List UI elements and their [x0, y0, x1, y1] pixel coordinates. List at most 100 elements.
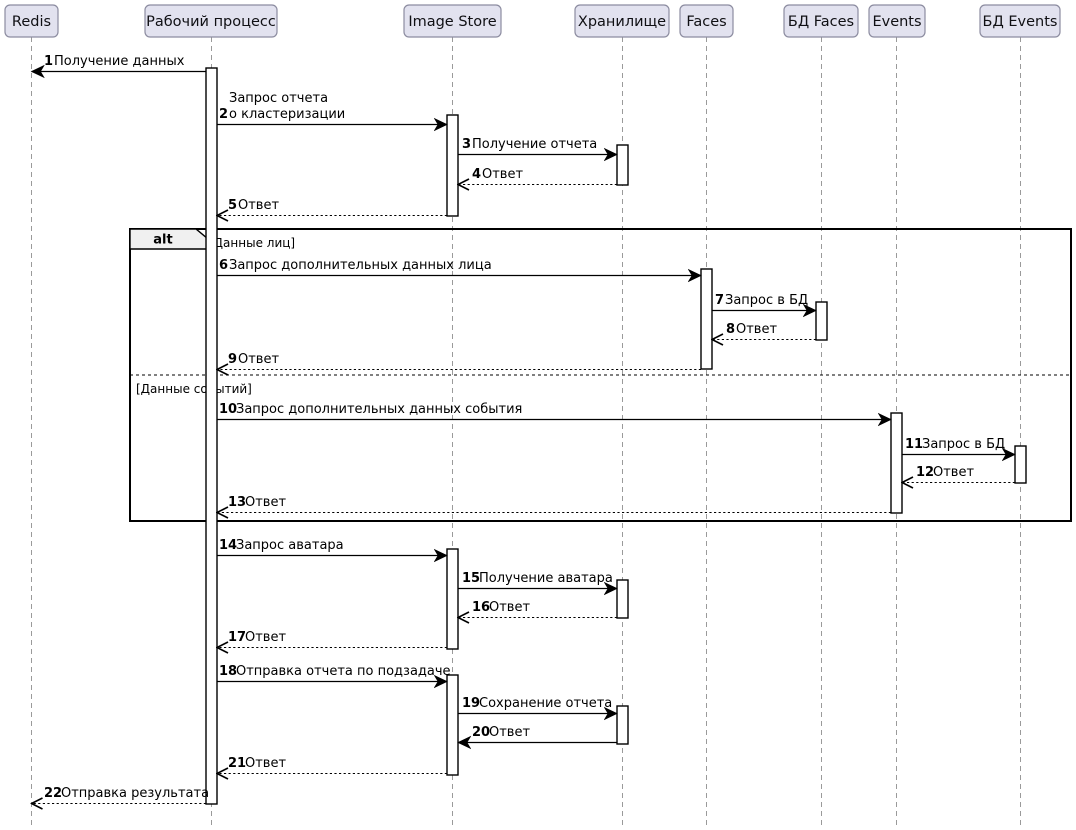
activation-bar-storage: [616, 705, 629, 745]
message-label: Сохранение отчета: [479, 696, 612, 711]
participant-events[interactable]: Events: [868, 4, 926, 38]
message-sequence-number: 15: [462, 571, 480, 586]
activation-bar-worker: [205, 67, 218, 805]
message-sequence-number: 16: [472, 600, 490, 615]
message-sequence-number: 2: [219, 107, 228, 122]
message-sequence-number: 22: [44, 786, 62, 801]
participants-layer: Redis Рабочий процесс Image Store Хранилище…: [4, 4, 1061, 38]
message-label: Ответ: [489, 600, 530, 615]
message-sequence-number: 3: [462, 137, 471, 152]
message-sequence-number: 11: [905, 437, 923, 452]
message-sequence-number: 6: [219, 258, 228, 273]
message-label: Ответ: [245, 630, 286, 645]
message-sequence-number: 14: [219, 538, 237, 553]
activation-bar-storage: [616, 579, 629, 619]
message-label: Ответ: [482, 167, 523, 182]
participant-box[interactable]: [783, 4, 859, 38]
message-sequence-number: 4: [472, 167, 481, 182]
activation-bar-imgstore: [446, 674, 459, 776]
participant-box[interactable]: [574, 4, 670, 38]
activations-layer: [205, 67, 1027, 805]
participant-label: БД Events: [983, 14, 1058, 30]
message-label: о кластеризации: [229, 107, 345, 122]
message-sequence-number: 5: [228, 198, 237, 213]
message-label: Ответ: [245, 756, 286, 771]
message-label: Запрос в БД: [725, 293, 808, 308]
participant-dbfaces[interactable]: БД Faces: [783, 4, 859, 38]
message-label: Получение данных: [54, 54, 185, 69]
participant-label: Image Store: [408, 14, 496, 30]
message-label: Ответ: [933, 465, 974, 480]
participant-redis[interactable]: Redis: [4, 4, 59, 38]
message-label: Ответ: [245, 495, 286, 510]
participant-label: Рабочий процесс: [146, 14, 276, 30]
message-label: Запрос в БД: [922, 437, 1005, 452]
participant-storage[interactable]: Хранилище: [574, 4, 670, 38]
message-sequence-number: 19: [462, 696, 480, 711]
fragment-guard: [Данные лиц]: [209, 236, 295, 250]
fragment-guard: [Данные событий]: [136, 382, 252, 396]
participant-label: Faces: [686, 14, 726, 30]
participant-box[interactable]: [868, 4, 926, 38]
message-label: Ответ: [238, 198, 279, 213]
message-sequence-number: 12: [916, 465, 934, 480]
message-sequence-number: 9: [228, 352, 237, 367]
participant-label: Events: [872, 14, 921, 30]
participant-box[interactable]: [144, 4, 278, 38]
participant-worker[interactable]: Рабочий процесс: [144, 4, 278, 38]
message-sequence-number: 13: [228, 495, 246, 510]
message-sequence-number: 18: [219, 664, 237, 679]
message-label: Запрос дополнительных данных лица: [229, 258, 492, 273]
message-sequence-number: 21: [228, 756, 246, 771]
participant-box[interactable]: [979, 4, 1061, 38]
activation-bar-storage: [616, 144, 629, 186]
participant-box[interactable]: [4, 4, 59, 38]
message-sequence-number: 8: [726, 322, 735, 337]
participant-box[interactable]: [403, 4, 502, 38]
participant-label: БД Faces: [788, 14, 854, 30]
message-label: Запрос отчета: [229, 91, 328, 106]
participant-box[interactable]: [679, 4, 734, 38]
activation-bar-dbfaces: [815, 301, 828, 341]
participant-label: Redis: [12, 14, 51, 30]
message-sequence-number: 17: [228, 630, 246, 645]
message-sequence-number: 1: [44, 54, 53, 69]
message-label: Ответ: [736, 322, 777, 337]
message-sequence-number: 20: [472, 725, 490, 740]
participant-dbevents[interactable]: БД Events: [979, 4, 1061, 38]
message-label: Ответ: [489, 725, 530, 740]
message-label: Получение аватара: [479, 571, 613, 586]
activation-bar-imgstore: [446, 548, 459, 650]
message-label: Отправка результата: [61, 786, 209, 801]
participant-imgstore[interactable]: Image Store: [403, 4, 502, 38]
activation-bar-faces: [700, 268, 713, 370]
participant-label: Хранилище: [578, 14, 666, 30]
participant-faces[interactable]: Faces: [679, 4, 734, 38]
message-label: Отправка отчета по подзадаче: [236, 664, 451, 679]
activation-bar-imgstore: [446, 114, 459, 217]
